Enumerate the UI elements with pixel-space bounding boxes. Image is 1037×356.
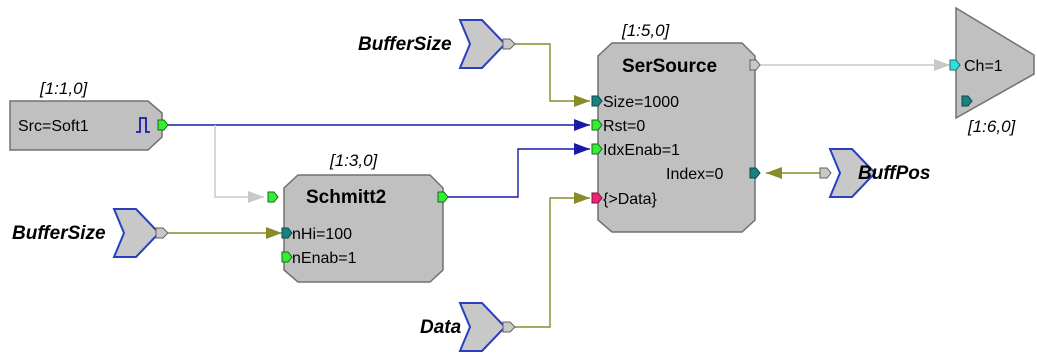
src-out-port[interactable] <box>157 119 169 131</box>
src-block[interactable]: [1:1,0] Src=Soft1 <box>9 79 169 151</box>
arrow-idxenab <box>574 143 590 155</box>
sersource-data-label: {>Data} <box>603 191 657 208</box>
wire-schmitt-to-idxenab[interactable] <box>448 148 590 198</box>
arrow-channel <box>934 59 950 71</box>
schmitt-out-port[interactable] <box>437 191 449 203</box>
wire-src-to-schmitt[interactable] <box>214 125 264 198</box>
src-param: Src=Soft1 <box>18 118 89 135</box>
arrow-schmitt-in <box>248 191 264 203</box>
sersource-size-label: Size=1000 <box>603 94 679 111</box>
arrow-rst <box>574 119 590 131</box>
arrow-index <box>766 167 782 179</box>
sersource-rst-port[interactable] <box>591 119 603 131</box>
data-tag[interactable]: Data <box>420 302 516 352</box>
schmitt-nhi-label: nHi=100 <box>292 226 352 243</box>
sersource-index-label: [1:5,0] <box>621 21 671 40</box>
buffersize-top-shape <box>458 19 507 69</box>
buffersize-tag-left[interactable]: BufferSize <box>12 208 169 258</box>
buffersize-left-label: BufferSize <box>12 223 106 244</box>
arrow-size <box>574 95 590 107</box>
schmitt-body <box>283 174 444 283</box>
sersource-idxenab-label: IdxEnab=1 <box>603 142 680 159</box>
sersource-body <box>597 42 756 233</box>
schmitt-nenab-port[interactable] <box>281 251 293 263</box>
pulse-icon <box>136 117 150 133</box>
src-index-label: [1:1,0] <box>39 79 89 98</box>
sersource-out-port[interactable] <box>749 59 761 71</box>
schmitt-index-label: [1:3,0] <box>329 151 379 170</box>
sersource-index-output-label: Index=0 <box>666 166 723 183</box>
schmitt-nenab-label: nEnab=1 <box>292 250 357 267</box>
buffpos-port[interactable] <box>819 167 832 179</box>
schmitt-block[interactable]: [1:3,0] Schmitt2 nHi=100 nEnab=1 <box>267 151 449 283</box>
buffersize-tag-top[interactable]: BufferSize <box>358 19 516 69</box>
data-port[interactable] <box>502 321 516 333</box>
sersource-size-port[interactable] <box>591 95 603 107</box>
channel-in-port[interactable] <box>949 59 961 71</box>
wire-buffersize-to-size[interactable] <box>515 43 590 102</box>
channel-body <box>955 6 1035 120</box>
buffpos-shape <box>828 148 877 198</box>
schmitt-in-port[interactable] <box>267 191 279 203</box>
wire-data-to-data[interactable] <box>515 197 590 328</box>
wires <box>168 43 950 328</box>
sersource-block[interactable]: [1:5,0] SerSource Size=1000 Rst=0 IdxEna… <box>591 21 761 233</box>
buffpos-label: BuffPos <box>858 163 930 184</box>
sersource-rst-label: Rst=0 <box>603 118 645 135</box>
channel-lower-port[interactable] <box>961 95 973 107</box>
data-label: Data <box>420 317 462 338</box>
src-body <box>9 100 163 151</box>
schmitt-title: Schmitt2 <box>306 187 386 208</box>
sersource-data-port[interactable] <box>591 192 603 204</box>
buffersize-left-shape <box>112 208 161 258</box>
buffersize-top-label: BufferSize <box>358 34 452 55</box>
arrow-data <box>574 192 590 204</box>
channel-index-label: [1:6,0] <box>967 117 1017 136</box>
arrow-nhi <box>266 227 282 239</box>
sersource-title: SerSource <box>622 56 717 77</box>
schmitt-nhi-port[interactable] <box>281 227 293 239</box>
channel-param: Ch=1 <box>964 58 1003 75</box>
sersource-index-port[interactable] <box>749 167 761 179</box>
buffpos-tag[interactable]: BuffPos <box>819 148 930 198</box>
channel-block[interactable]: Ch=1 [1:6,0] <box>949 6 1035 136</box>
data-shape <box>458 302 507 352</box>
buffersize-left-port[interactable] <box>155 227 169 239</box>
sersource-idxenab-port[interactable] <box>591 143 603 155</box>
buffersize-top-port[interactable] <box>502 38 516 50</box>
